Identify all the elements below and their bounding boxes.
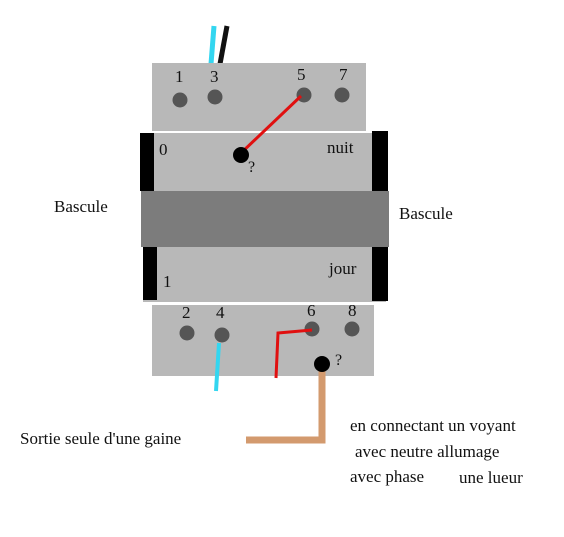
bascule-label-right: Bascule [399, 204, 453, 223]
terminal-label-1: 1 [175, 67, 184, 86]
blue-wire-bottom [214, 342, 221, 392]
unknown-mark-top: ? [248, 159, 255, 176]
top-terminal-block [152, 63, 366, 131]
voyant-note-line3a: avec phase [350, 467, 425, 486]
rocker-edge-top-right [372, 131, 388, 191]
terminal-dot-1 [172, 92, 188, 108]
terminal-label-4: 4 [216, 303, 225, 322]
rocker-pivot-dot [233, 147, 249, 163]
terminal-dot-4 [214, 327, 230, 343]
rocker-center-bar [141, 191, 389, 247]
position-label-jour: jour [328, 259, 357, 278]
voyant-note-line3b: une lueur [459, 468, 523, 487]
rocker-edge-top-left [140, 133, 154, 191]
rocker-upper-panel [143, 133, 386, 191]
bottom-junction-dot [314, 356, 330, 372]
terminal-dot-3 [207, 89, 223, 105]
bottom-terminal-block [152, 305, 374, 376]
rocker-edge-bottom-right [372, 247, 388, 301]
terminal-label-7: 7 [339, 65, 348, 84]
terminal-label-2: 2 [182, 303, 191, 322]
terminal-label-5: 5 [297, 65, 306, 84]
red-wire-top [238, 94, 303, 156]
terminal-label-8: 8 [348, 301, 357, 320]
bascule-label-left: Bascule [54, 197, 108, 216]
black-wire-top [217, 25, 230, 65]
blue-wire-top [208, 25, 217, 65]
voyant-note-line1: en connectant un voyant [350, 416, 516, 435]
terminal-label-3: 3 [210, 67, 219, 86]
voyant-note-line2: avec neutre allumage [355, 442, 500, 461]
output-note: Sortie seule d'une gaine [20, 429, 182, 448]
position-label-nuit: nuit [327, 138, 354, 157]
position-label-0: 0 [159, 140, 168, 159]
terminal-dot-5 [296, 87, 312, 103]
terminal-dot-8 [344, 321, 360, 337]
position-label-1: 1 [163, 272, 172, 291]
rocker-edge-bottom-left [143, 247, 157, 300]
terminal-label-6: 6 [307, 301, 316, 320]
red-wire-bottom [274, 328, 313, 379]
terminal-dot-2 [179, 325, 195, 341]
terminal-dot-7 [334, 87, 350, 103]
terminal-dot-6 [304, 321, 320, 337]
tan-output-wire [246, 366, 326, 444]
unknown-mark-bottom: ? [335, 352, 342, 369]
rocker-lower-panel [143, 247, 386, 302]
